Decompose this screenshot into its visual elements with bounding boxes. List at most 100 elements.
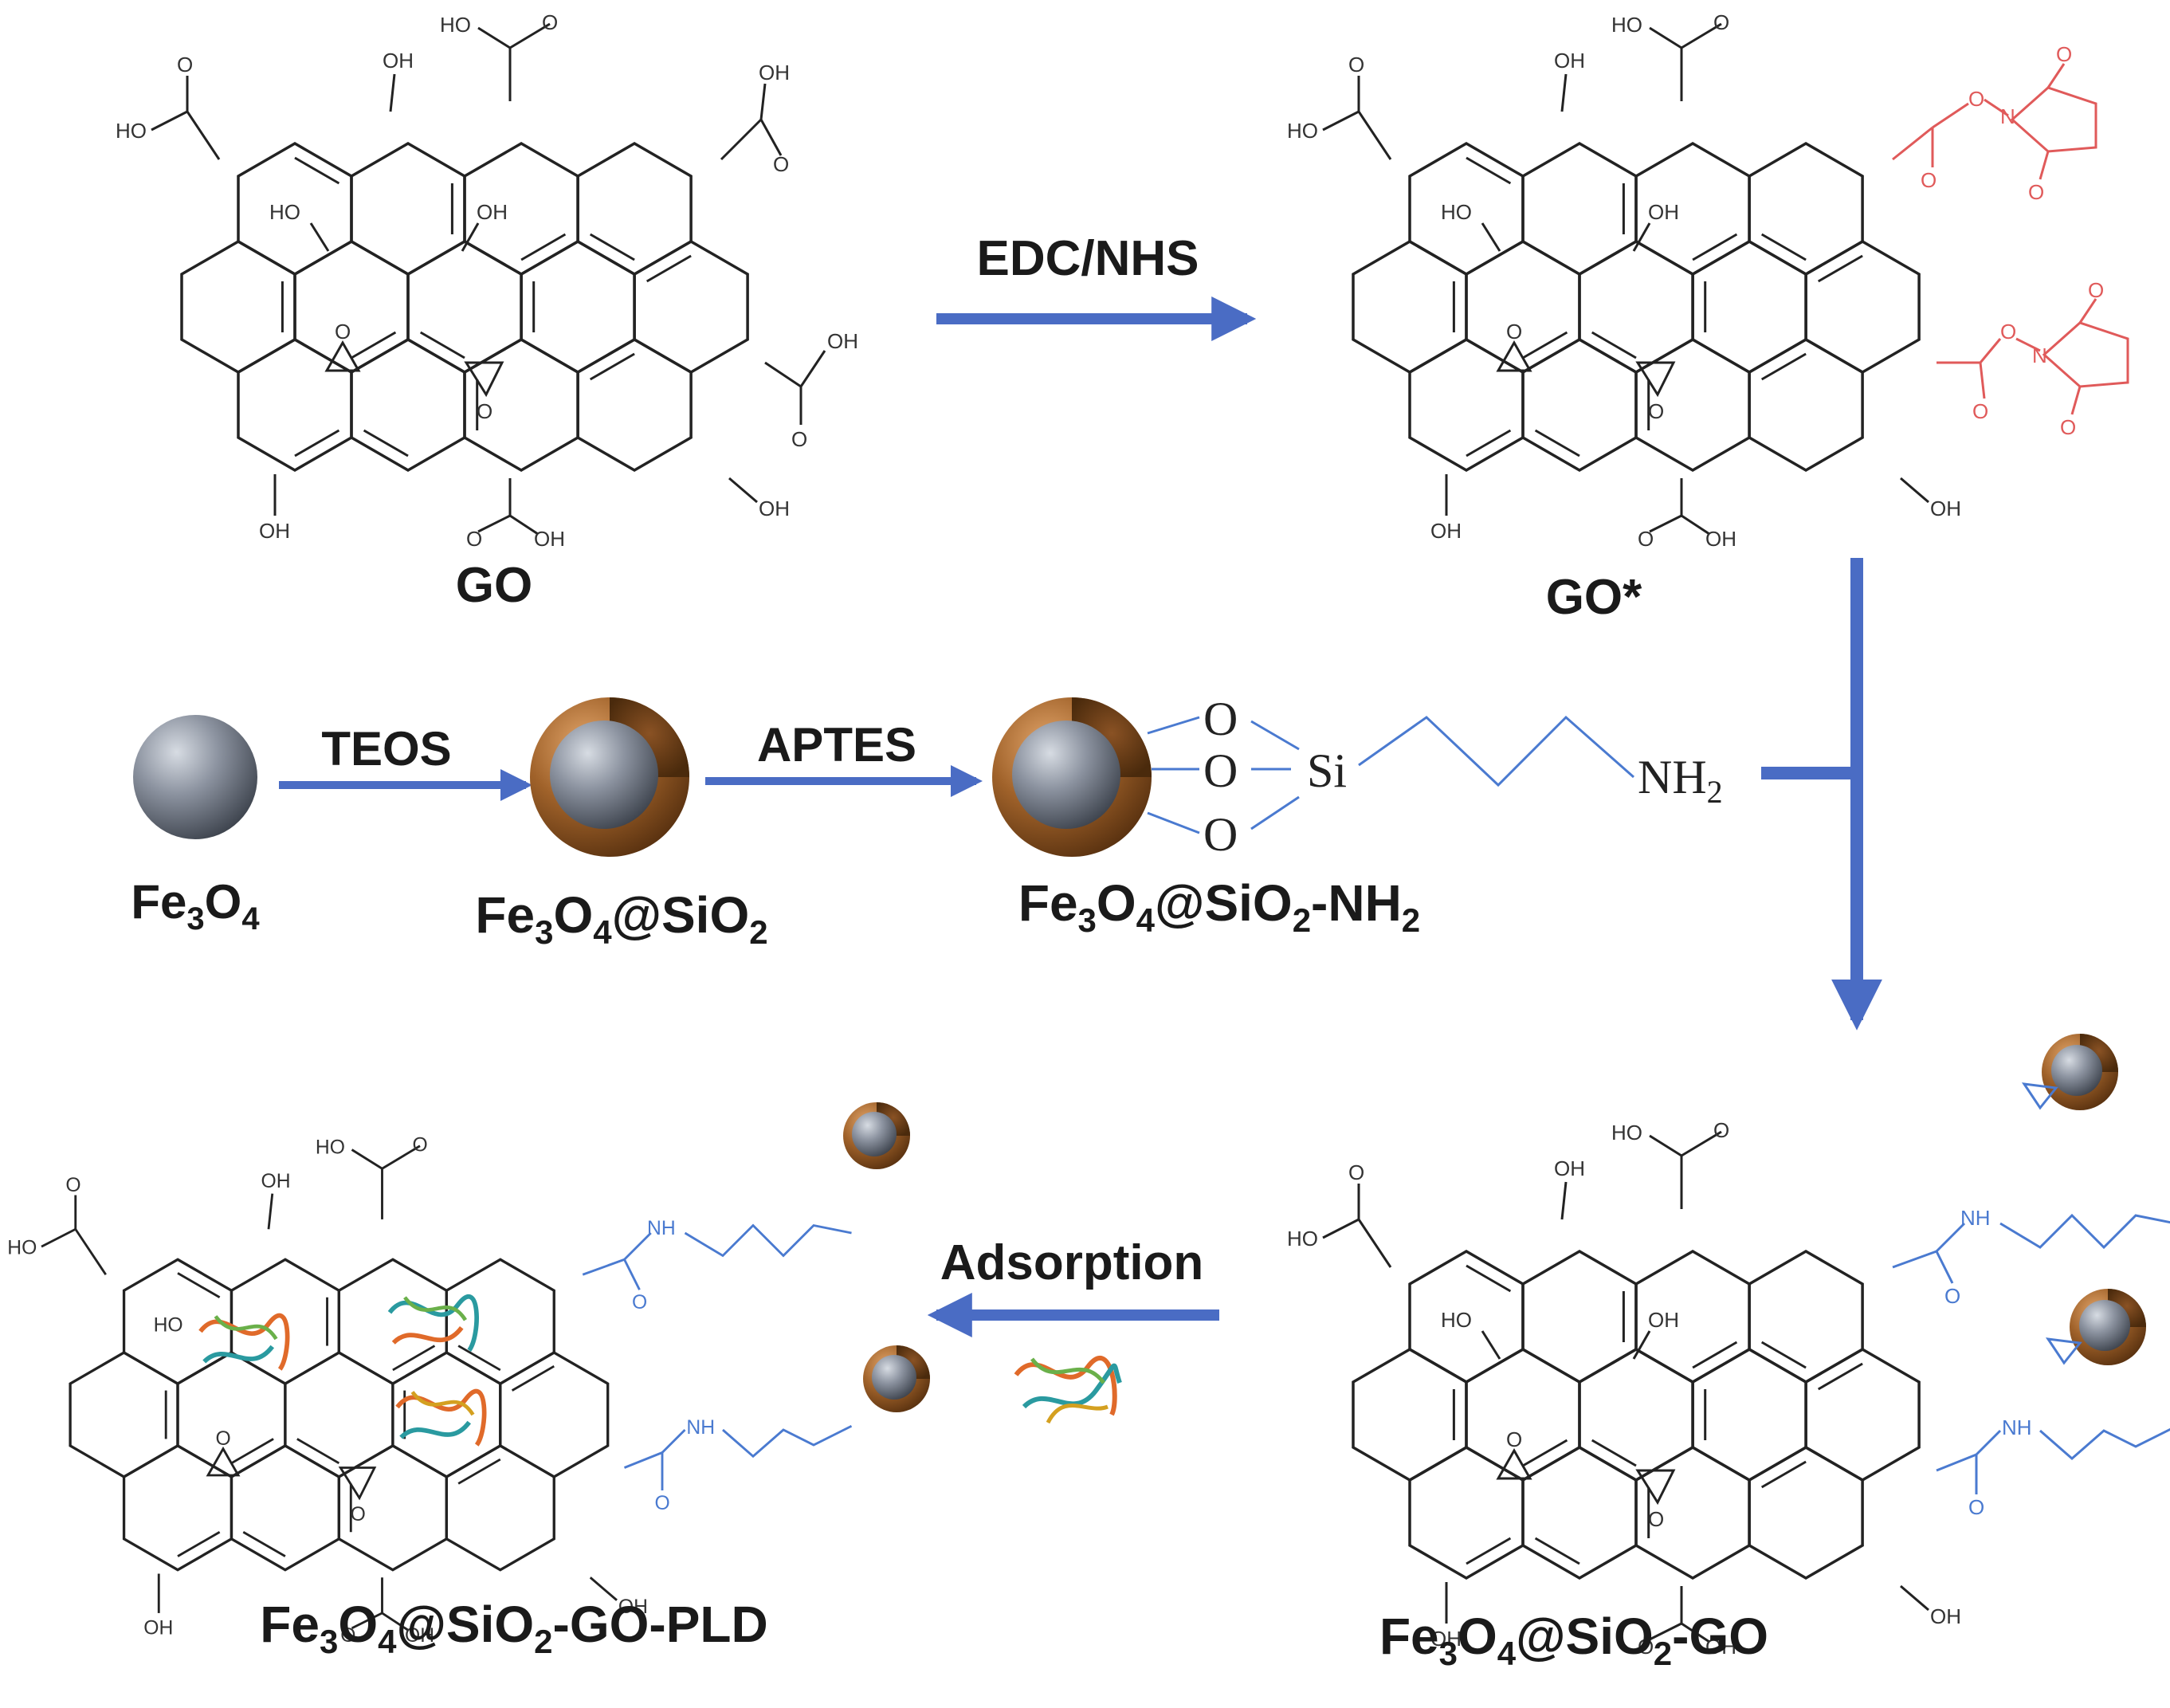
double-bond bbox=[351, 331, 397, 359]
group-label-o: O bbox=[1638, 527, 1654, 551]
label-part: O bbox=[553, 886, 593, 944]
label-part: -GO bbox=[1672, 1608, 1768, 1665]
group-label-oh: OH bbox=[1648, 200, 1679, 224]
group-label-oh: OH bbox=[1705, 527, 1736, 551]
fe3o4-sio2-go-structure: NH O NH O HO O O HO OH HO OH O O OH O OH… bbox=[1287, 1118, 2170, 1659]
group-label-ho: HO bbox=[154, 1315, 183, 1337]
group-label-ho: HO bbox=[269, 200, 300, 224]
group-label-o: O bbox=[791, 427, 807, 451]
group-label-nh: NH bbox=[647, 1218, 676, 1239]
silane-o: O bbox=[1203, 693, 1238, 745]
silane-o: O bbox=[1203, 808, 1238, 861]
hex-ring bbox=[406, 239, 523, 375]
group-label-ho: HO bbox=[1611, 1121, 1642, 1145]
group-label-nh: NH bbox=[2002, 1415, 2032, 1439]
double-bond bbox=[1760, 1460, 1807, 1489]
group-label-o: O bbox=[2060, 415, 2076, 439]
hex-ring bbox=[284, 1351, 394, 1478]
label-part: O bbox=[1097, 874, 1136, 932]
protein-ribbon-icon bbox=[387, 1294, 479, 1352]
label-part: O bbox=[1458, 1608, 1497, 1665]
hex-ring bbox=[1691, 239, 1807, 375]
double-bond bbox=[1760, 1341, 1807, 1369]
go-structure: HO O O HO OH OH O HO OH OH O O O OH O OH… bbox=[116, 10, 858, 551]
fe3o4-sub: 4 bbox=[241, 901, 260, 936]
double-bond bbox=[242, 1531, 286, 1557]
double-bond bbox=[1534, 429, 1580, 457]
group-label-oh: OH bbox=[534, 527, 565, 551]
group-label-oh: OH bbox=[759, 61, 790, 84]
group-label-o: O bbox=[1648, 1507, 1664, 1531]
label-go-star-text: GO* bbox=[1546, 570, 1642, 625]
group-label-o: O bbox=[655, 1493, 670, 1514]
hex-ring bbox=[230, 1444, 341, 1572]
silane-atoms: O O O Si NH2 bbox=[1203, 693, 1723, 861]
group-label-oh: OH bbox=[759, 497, 790, 520]
group-label-oh: OH bbox=[1430, 1627, 1462, 1651]
group-label-ho: HO bbox=[1441, 200, 1472, 224]
group-label-o: O bbox=[351, 1504, 366, 1525]
group-label-ho: HO bbox=[440, 13, 471, 37]
double-bond bbox=[294, 156, 340, 185]
nh2-part: NH bbox=[1638, 751, 1707, 803]
double-bond bbox=[520, 233, 567, 261]
label-fe3o4-sio2-go-pld: Fe3O4@SiO2-GO-PLD bbox=[260, 1596, 767, 1660]
group-label-ho: HO bbox=[316, 1137, 345, 1158]
group-label-oh: OH bbox=[1430, 519, 1462, 543]
group-label-oh: OH bbox=[1554, 49, 1585, 73]
group-label-oh: OH bbox=[383, 49, 414, 73]
hex-ring bbox=[576, 141, 693, 277]
go-lattice bbox=[180, 141, 749, 473]
group-label-oh: OH bbox=[405, 1625, 434, 1647]
go-star-groups bbox=[1322, 22, 1929, 536]
group-label-o: O bbox=[1506, 320, 1522, 344]
hex-ring bbox=[1691, 1347, 1807, 1482]
group-label-o: O bbox=[335, 320, 351, 344]
label-sub: 2 bbox=[1654, 1635, 1672, 1672]
merge-arrow bbox=[1761, 558, 1882, 1031]
group-label-ho: HO bbox=[1287, 119, 1318, 143]
double-bond bbox=[1466, 1264, 1512, 1293]
double-bond bbox=[419, 331, 465, 359]
nhs-labels: O O N O O O O N O O bbox=[1921, 42, 2104, 439]
label-sub: 2 bbox=[1402, 901, 1420, 939]
double-bond bbox=[1591, 1439, 1637, 1467]
group-label-o: O bbox=[1972, 399, 1988, 423]
group-label-oh: OH bbox=[1930, 497, 1961, 520]
group-label-oh: OH bbox=[827, 329, 858, 353]
group-label-o: O bbox=[1968, 1495, 1984, 1519]
hex-ring bbox=[1465, 239, 1581, 375]
fe3o4-sio2-go-groups bbox=[1322, 1130, 1929, 1643]
double-bond bbox=[177, 1531, 221, 1557]
label-sub: 3 bbox=[1078, 901, 1097, 939]
group-label-o: O bbox=[773, 152, 789, 176]
hex-ring bbox=[1521, 141, 1638, 277]
pld-group-labels: HO O O HO OH HO O O OH O OH OH bbox=[7, 1134, 648, 1647]
group-label-nh: NH bbox=[1960, 1206, 1991, 1230]
double-bond bbox=[1760, 352, 1807, 381]
amide-labels: NH O NH O bbox=[1944, 1206, 2032, 1519]
fe3o4-sio2-nh2-core-shell-icon bbox=[992, 697, 1152, 857]
label-sub: 3 bbox=[535, 913, 553, 951]
double-bond bbox=[1692, 233, 1738, 261]
label-sub: 2 bbox=[749, 913, 767, 951]
label-fe3o4-sio2-go: Fe3O4@SiO2-GO bbox=[1379, 1608, 1768, 1672]
group-label-o: O bbox=[177, 53, 193, 77]
nhs-ester-groups bbox=[1892, 63, 2129, 415]
fe3o4-sub: 3 bbox=[186, 901, 204, 936]
hex-ring bbox=[1748, 1249, 1864, 1384]
label-part: Fe bbox=[1018, 874, 1078, 932]
protein-ribbon-icon bbox=[198, 1313, 290, 1371]
group-label-o: O bbox=[216, 1428, 231, 1450]
hex-ring bbox=[499, 1351, 610, 1478]
group-label-nh: NH bbox=[686, 1417, 715, 1439]
group-label-o: O bbox=[632, 1292, 647, 1313]
double-bond bbox=[1522, 1439, 1568, 1467]
label-part: @SiO bbox=[1155, 874, 1293, 932]
double-bond bbox=[457, 1458, 501, 1485]
group-label-ho: HO bbox=[1441, 1308, 1472, 1332]
group-label-ho: HO bbox=[116, 119, 147, 143]
group-label-o: O bbox=[1713, 1118, 1729, 1142]
group-label-oh: OH bbox=[477, 200, 508, 224]
label-part: -NH bbox=[1311, 874, 1402, 932]
